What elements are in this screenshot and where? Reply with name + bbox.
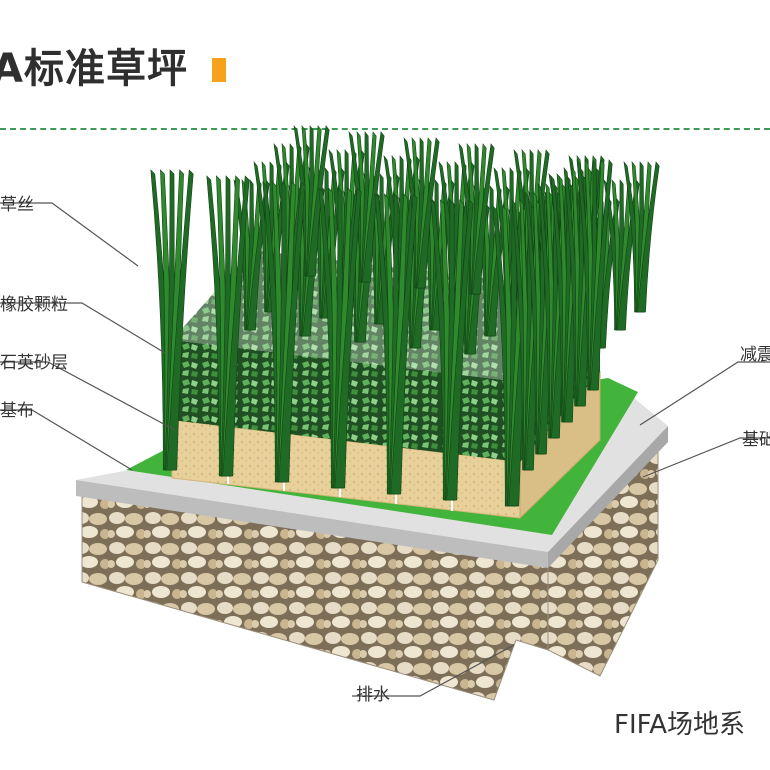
grass-blade [166, 169, 194, 471]
grass-blade [278, 181, 306, 483]
label-sand-layer: 石英砂层 [0, 353, 68, 373]
title-accent-bar [212, 58, 226, 82]
label-shock-pad: 减震 [740, 345, 770, 365]
label-rubber-granules: 橡胶颗粒 [0, 295, 68, 315]
grass-blade [446, 199, 474, 501]
grass-blade [362, 131, 385, 283]
grass-blade [637, 161, 660, 313]
label-base-cloth: 基布 [0, 401, 34, 421]
label-grass-fiber: 草丝 [0, 195, 34, 215]
grass-blade [222, 175, 250, 477]
grass-blade [472, 143, 495, 295]
grass-blade [334, 187, 362, 489]
label-foundation: 基础 [742, 430, 770, 450]
grass-blade [390, 193, 418, 495]
bottom-caption: FIFA场地系 [614, 710, 745, 740]
page-title: A标准草坪 [0, 46, 188, 92]
grass-blade [417, 137, 440, 289]
grass-blade [590, 159, 613, 391]
grass-blade [307, 125, 330, 277]
grass-fiber-blades [150, 124, 660, 507]
section-divider [0, 128, 770, 130]
label-drainage: 排水 [356, 685, 390, 705]
leader-lines [0, 202, 770, 697]
